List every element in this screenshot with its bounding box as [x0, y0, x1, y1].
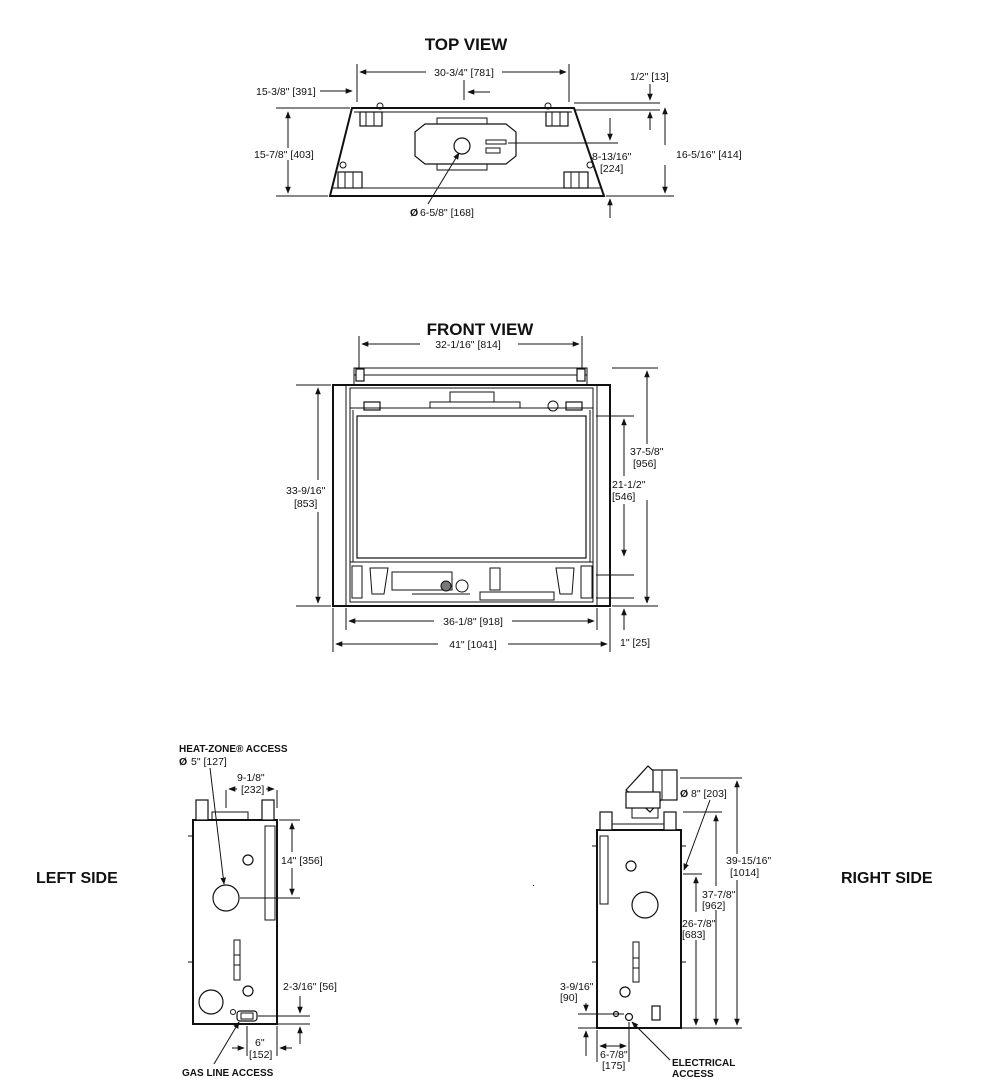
dim-right-body-h-1: 37-7/8" — [702, 889, 736, 901]
electrical-label-2: ACCESS — [672, 1069, 714, 1080]
top-vent-collar — [453, 137, 471, 155]
dim-front-top-width: 32-1/16" [814] — [435, 339, 501, 351]
dim-right-elec-h-1: 3-9/16" — [560, 981, 594, 993]
dim-top-collar-depth-1: 8-13/16" — [592, 151, 632, 163]
dim-left-gas-offset-2: [152] — [249, 1049, 272, 1061]
dim-front-overall-width: 41" [1041] — [449, 639, 497, 651]
dim-top-depth-total: 16-5/16" [414] — [676, 149, 742, 161]
heat-zone-dia-symbol: Ø — [179, 756, 187, 768]
dia-symbol: Ø — [410, 207, 418, 219]
dim-right-mid-h-2: [683] — [682, 929, 705, 941]
dim-left-gas-height: 2-3/16" [56] — [283, 981, 337, 993]
dim-left-top-offset-2: [232] — [241, 784, 264, 796]
vent-dia-symbol: Ø — [680, 788, 688, 800]
right-side-label: RIGHT SIDE — [841, 870, 933, 887]
corner-bracket — [337, 111, 589, 189]
dim-top-offset-left: 15-3/8" [391] — [256, 86, 316, 98]
dim-left-top-offset-1: 9-1/8" — [237, 772, 265, 784]
left-side-label: LEFT SIDE — [36, 870, 118, 887]
dim-top-collar-dia: 6-5/8" [168] — [420, 207, 474, 219]
right-side-body — [596, 829, 682, 1029]
dim-front-height-left-1: 33-9/16" — [286, 485, 326, 497]
dim-right-elec-offset-1: 6-7/8" — [600, 1049, 628, 1061]
dim-front-glass-h-2: [546] — [612, 491, 635, 503]
heat-zone-dia: 5" [127] — [191, 756, 227, 768]
dim-front-opening-width: 36-1/8" [918] — [443, 616, 503, 628]
dim-top-collar-depth-2: [224] — [600, 163, 623, 175]
front-view: FRONT VIEW 32-1/16" [814] — [286, 320, 664, 652]
stray-mark: . — [532, 877, 535, 889]
dim-left-heat-zone-drop: 14" [356] — [281, 855, 323, 867]
dim-top-lip: 1/2" [13] — [630, 71, 669, 83]
dim-top-width: 30-3/4" [781] — [434, 67, 494, 79]
dim-front-base: 1" [25] — [620, 637, 650, 649]
dim-top-depth-left: 15-7/8" [403] — [254, 149, 314, 161]
right-side-view: RIGHT SIDE Ø 8" [203] — [560, 765, 933, 1080]
dim-front-glass-h-1: 21-1/2" — [612, 479, 646, 491]
left-side-view: LEFT SIDE HEAT-ZONE® ACCESS Ø 5" [127] 9… — [36, 744, 337, 1079]
heat-zone-access-hole — [212, 884, 240, 912]
electrical-label-1: ELECTRICAL — [672, 1058, 735, 1069]
vent-dia: 8" [203] — [691, 788, 727, 800]
dim-right-elec-h-2: [90] — [560, 992, 578, 1004]
electrical-access-hole — [624, 1012, 634, 1022]
vent-elbow — [625, 765, 678, 819]
front-glass — [356, 415, 587, 559]
front-valve-assembly — [391, 571, 453, 591]
heat-zone-title: HEAT-ZONE® ACCESS — [179, 744, 288, 755]
dim-right-body-h-2: [962] — [702, 900, 725, 912]
front-view-title: FRONT VIEW — [427, 320, 535, 339]
dim-right-elec-offset-2: [175] — [602, 1060, 625, 1072]
dim-right-overall-h-2: [1014] — [730, 867, 759, 879]
dim-right-overall-h-1: 39-15/16" — [726, 855, 771, 867]
dim-right-mid-h-1: 26-7/8" — [682, 918, 716, 930]
dim-front-height-right-1: 37-5/8" — [630, 446, 664, 458]
dim-front-height-left-2: [853] — [294, 498, 317, 510]
top-view: TOP VIEW 30-3/4" [781] — [254, 35, 742, 219]
gas-line-label: GAS LINE ACCESS — [182, 1068, 274, 1079]
top-view-title: TOP VIEW — [425, 35, 508, 54]
dim-left-gas-offset-1: 6" — [255, 1037, 265, 1049]
top-view-body — [328, 107, 606, 197]
dim-front-height-right-2: [956] — [633, 458, 656, 470]
